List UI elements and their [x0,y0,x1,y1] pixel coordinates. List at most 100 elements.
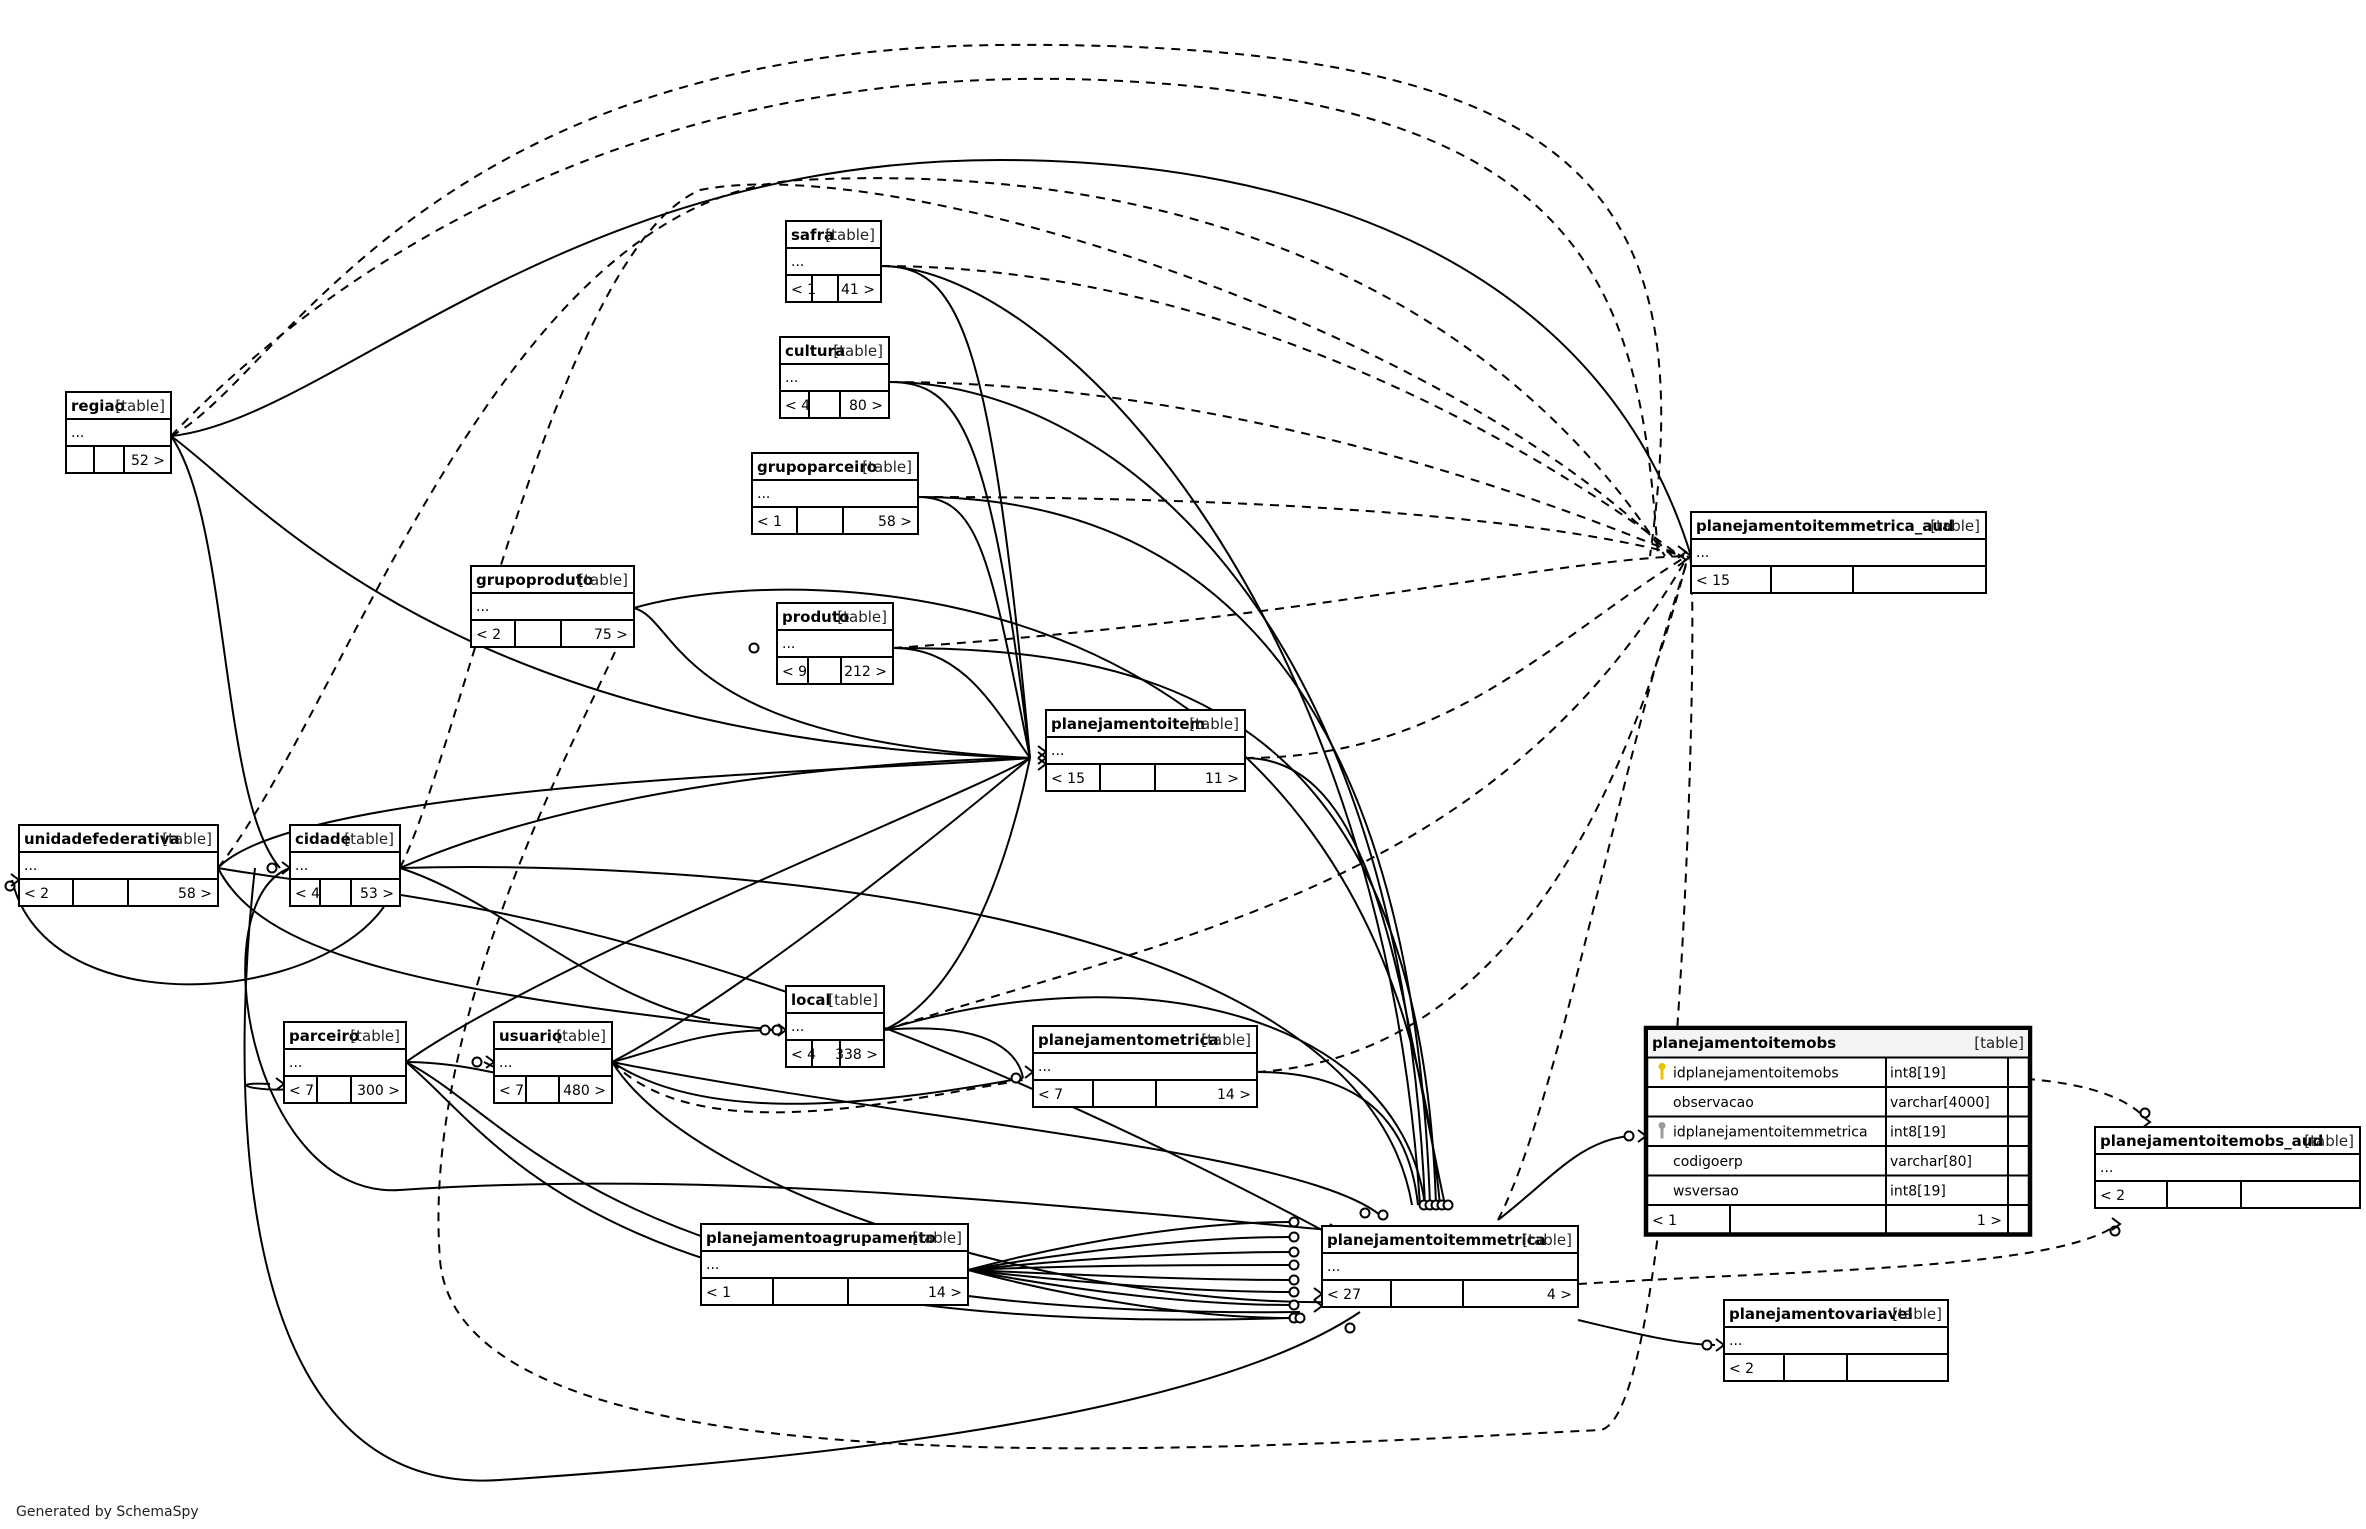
table-name[interactable]: cidade [295,830,351,848]
table-name[interactable]: planejamentoitemmetrica [1327,1231,1546,1249]
columns-ellipsis[interactable]: ... [1696,545,1709,561]
children-count-link[interactable]: 4 > [1547,1287,1572,1303]
parents-count-link[interactable]: < 1 [757,514,782,530]
parents-count-link[interactable]: < 1 [791,282,816,298]
children-count-link[interactable]: 300 > [357,1083,400,1099]
table-name[interactable]: planejamentometrica [1038,1031,1219,1049]
columns-ellipsis[interactable]: ... [782,636,795,652]
columns-ellipsis[interactable]: ... [757,486,770,502]
columns-ellipsis[interactable]: ... [476,599,489,615]
parents-count-link[interactable]: < 1 [1652,1213,1677,1229]
parents-count-link[interactable]: < 4 [295,886,320,902]
parents-count-link[interactable]: < 7 [289,1083,314,1099]
focus-table-name[interactable]: planejamentoitemobs [1652,1034,1836,1052]
table-name[interactable]: planejamentoitem [1051,715,1205,733]
children-count-link[interactable]: 338 > [835,1047,878,1063]
children-count-link[interactable]: 58 > [878,514,912,530]
parents-count-link[interactable]: < 7 [1038,1087,1063,1103]
parents-count-link[interactable]: < 27 [1327,1287,1361,1303]
foreign-key-edge [399,757,1031,869]
columns-ellipsis[interactable]: ... [791,254,804,270]
table-name[interactable]: produto [782,608,849,626]
optional-end-circle [1288,1231,1300,1243]
foreign-key-edge [967,1269,1291,1319]
table-planejamentoitemobs_aud[interactable]: planejamentoitemobs_aud[table]...< 2 [2094,1126,2361,1209]
children-count-link[interactable]: 58 > [178,886,212,902]
table-name[interactable]: parceiro [289,1027,359,1045]
parents-count-link[interactable]: < 15 [1051,771,1085,787]
table-planejamentovariavel[interactable]: planejamentovariavel[table]... < 2 [1723,1299,1949,1382]
columns-ellipsis[interactable]: ... [785,370,798,386]
parents-count-link[interactable]: < 2 [24,886,49,902]
parents-count-link[interactable]: < 2 [2100,1188,2125,1204]
table-name[interactable]: unidadefederativa [24,830,180,848]
table-name[interactable]: local [791,991,831,1009]
children-count-link[interactable]: 14 > [928,1285,962,1301]
table-planejamentoitemmetrica_aud[interactable]: planejamentoitemmetrica_aud[table]...< 1… [1690,511,1987,594]
table-name[interactable]: planejamentoitemmetrica_aud [1696,517,1954,535]
table-name[interactable]: grupoproduto [476,571,593,589]
children-count-link[interactable]: 75 > [594,627,628,643]
children-count-link[interactable]: 1 > [1977,1213,2002,1229]
columns-ellipsis[interactable]: ... [1327,1259,1340,1275]
table-name[interactable]: safra [791,226,834,244]
columns-ellipsis[interactable]: ... [24,858,37,874]
parents-count-link[interactable]: < 9 [782,664,807,680]
table-name[interactable]: usuario [499,1027,562,1045]
parents-count-link[interactable]: < 1 [706,1285,731,1301]
children-count-link[interactable]: 80 > [849,398,883,414]
table-name[interactable]: cultura [785,342,845,360]
children-count-link[interactable]: 14 > [1217,1087,1251,1103]
table-name[interactable]: regiao [71,397,125,415]
table-name[interactable]: planejamentoitemobs_aud [2100,1132,2323,1150]
children-count-link[interactable]: 41 > [841,282,875,298]
columns-ellipsis[interactable]: ... [1038,1059,1051,1075]
columns-ellipsis[interactable]: ... [791,1019,804,1035]
parents-count-link[interactable]: < 2 [1729,1361,1754,1377]
parents-count-link[interactable]: < 2 [476,627,501,643]
columns-ellipsis[interactable]: ... [1051,743,1064,759]
parents-count-link[interactable]: < 4 [791,1047,816,1063]
foreign-key-edge [405,1061,1301,1314]
children-count-link[interactable]: 53 > [360,886,394,902]
columns-ellipsis[interactable]: ... [289,1055,302,1071]
table-name[interactable]: grupoparceiro [757,458,877,476]
columns-ellipsis[interactable]: ... [295,858,308,874]
children-count-link[interactable]: 212 > [844,664,887,680]
table-regiao[interactable]: regiao[table]...52 > [65,391,172,474]
columns-ellipsis[interactable]: ... [2100,1160,2113,1176]
parents-count-link[interactable]: < 4 [785,398,810,414]
columns-ellipsis[interactable]: ... [706,1257,719,1273]
table-kind: [table] [1892,1305,1942,1323]
children-count-link[interactable]: 11 > [1205,771,1239,787]
focus-table-planejamentoitemobs[interactable]: planejamentoitemobs[table]idplanejamento… [1643,1025,2033,1237]
children-count-link[interactable]: 52 > [131,453,165,469]
children-count-link[interactable]: 480 > [563,1083,606,1099]
table-name[interactable]: planejamentovariavel [1729,1305,1913,1323]
table-name[interactable]: planejamentoagrupamento [706,1229,936,1247]
columns-ellipsis[interactable]: ... [499,1055,512,1071]
parents-count-link[interactable]: < 15 [1696,573,1730,589]
columns-ellipsis[interactable]: ... [71,425,84,441]
parents-count-link[interactable]: < 7 [499,1083,524,1099]
columns-ellipsis[interactable]: ... [1729,1333,1742,1349]
